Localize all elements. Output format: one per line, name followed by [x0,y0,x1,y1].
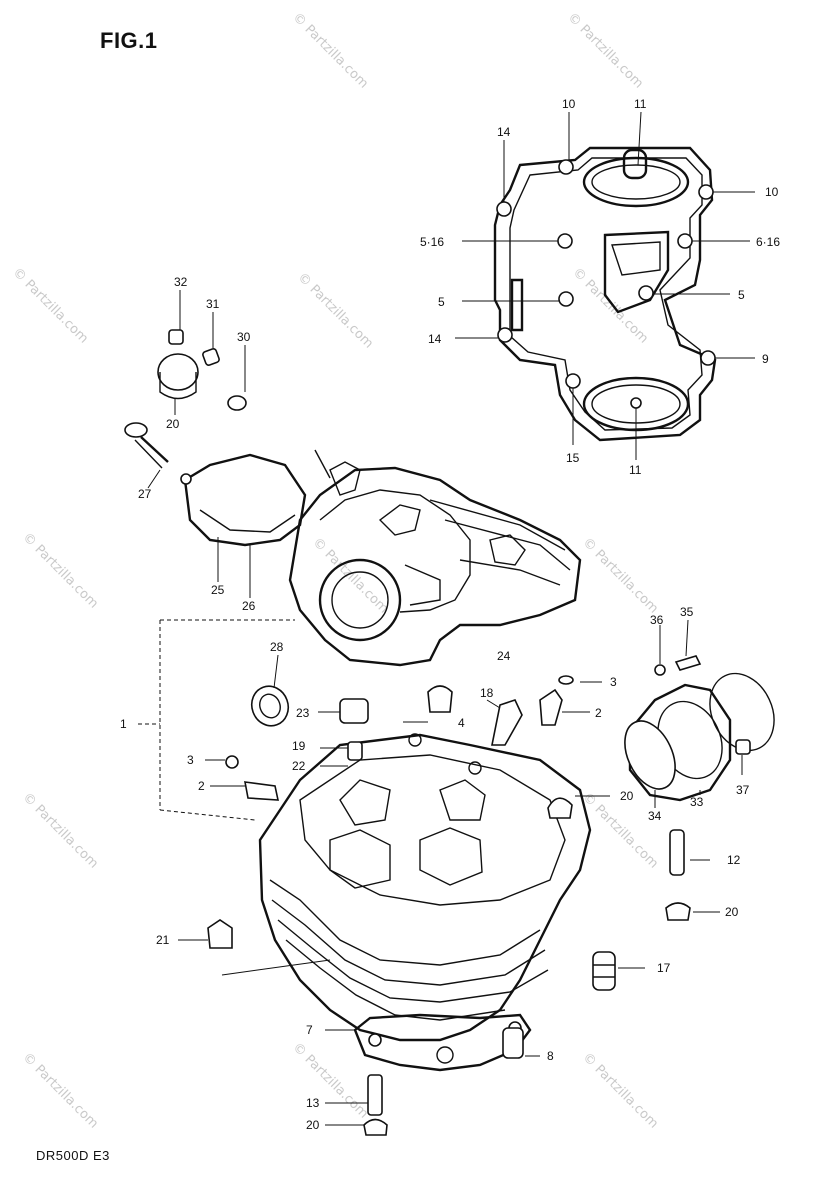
callout-34: 34 [648,809,662,823]
callout-30: 30 [237,330,251,344]
callout-9: 9 [762,352,769,366]
bolt-27 [124,422,169,489]
callout-10: 10 [765,185,779,199]
callout-37: 37 [736,783,750,797]
callout-25: 25 [211,583,225,597]
callout-27: 27 [138,487,152,501]
callout-32: 32 [174,275,188,289]
callout-6-16: 6·16 [756,235,780,249]
intake-pipe [624,619,775,808]
callout-20: 20 [166,417,180,431]
callout-12: 12 [727,853,741,867]
callout-18: 18 [480,686,494,700]
callout-13: 13 [306,1096,320,1110]
model-code: DR500D E3 [36,1148,110,1163]
callout-17: 17 [657,961,671,975]
callout-2: 2 [198,779,205,793]
callout-20: 20 [306,1118,320,1132]
callout-14: 14 [428,332,442,346]
callout-8: 8 [547,1049,554,1063]
callout-24: 24 [497,649,511,663]
callout-22: 22 [292,759,306,773]
callout-11: 11 [634,97,647,111]
callout-5: 5 [738,288,745,302]
callout-14: 14 [497,125,511,139]
callout-20: 20 [620,789,634,803]
cylinder-head [258,733,592,1072]
small-parts [178,654,720,1136]
callout-labels: 10 11 14 10 5·16 6·16 5 5 14 9 15 11 32 … [120,97,780,1132]
callout-5-16: 5·16 [420,235,444,249]
callout-33: 33 [690,795,704,809]
oil-cap-cluster [157,290,247,415]
callout-36: 36 [650,613,664,627]
callout-20: 20 [725,905,739,919]
callout-21: 21 [156,933,170,947]
callout-35: 35 [680,605,694,619]
head-cover-gasket [493,146,717,442]
callout-3: 3 [187,753,194,767]
callout-23: 23 [296,706,310,720]
callout-19: 19 [292,739,306,753]
inspection-cap [180,453,307,598]
gasket-leaders [455,111,755,460]
callout-15: 15 [566,451,580,465]
callout-7: 7 [306,1023,313,1037]
assembly-bracket [138,619,295,821]
cylinder-head-cover [288,449,582,667]
callout-31: 31 [206,297,220,311]
callout-26: 26 [242,599,256,613]
callout-5: 5 [438,295,445,309]
callout-1: 1 [120,717,127,731]
callout-11: 11 [629,463,642,477]
callout-2: 2 [595,706,602,720]
callout-4: 4 [458,716,465,730]
callout-3: 3 [610,675,617,689]
callout-28: 28 [270,640,284,654]
figure-title: FIG.1 [100,28,158,53]
callout-10: 10 [562,97,576,111]
